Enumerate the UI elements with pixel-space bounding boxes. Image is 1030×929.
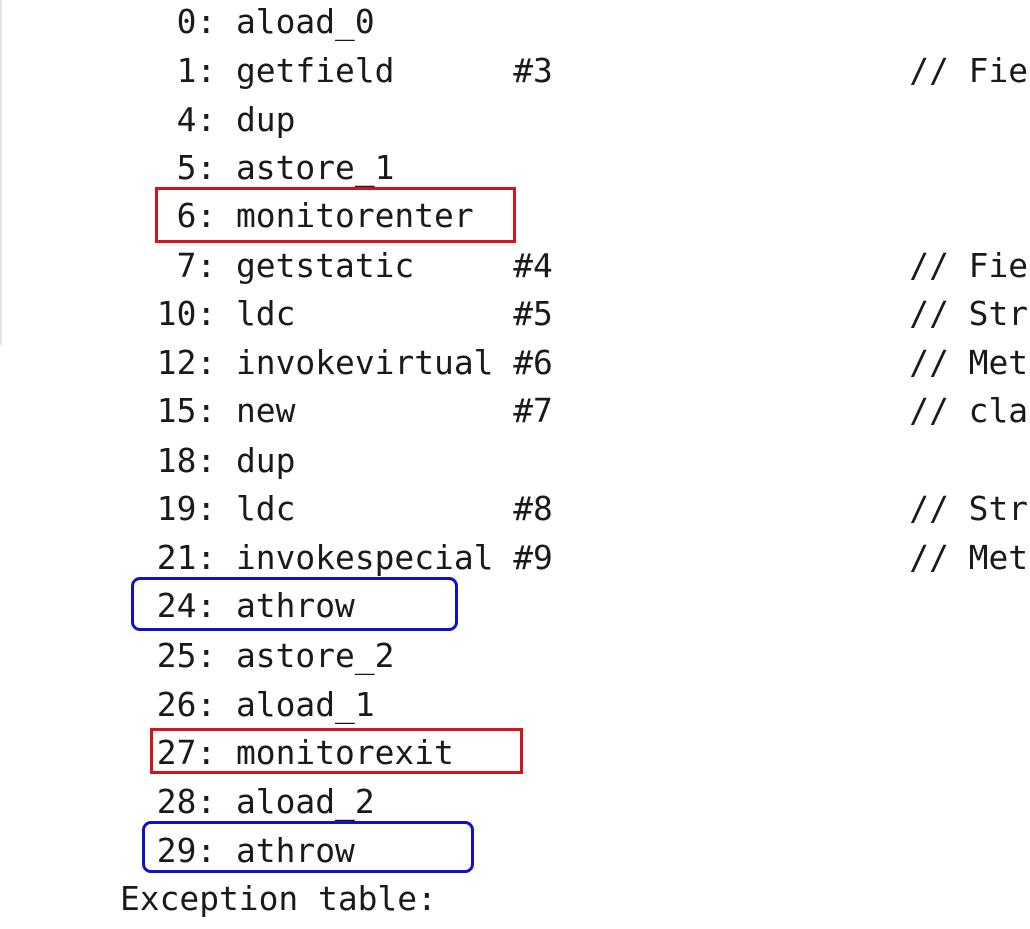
- bytecode-line-1: 1: getfield #3 // Field: [137, 51, 1030, 90]
- bytecode-line-28: 28: aload_2: [137, 782, 375, 821]
- monitorenter-highlight-box: [155, 187, 516, 243]
- bytecode-line-29: 29: athrow: [137, 831, 355, 870]
- bytecode-line-27: 27: monitorexit: [137, 733, 454, 772]
- bytecode-line-25: 25: astore_2: [137, 636, 395, 675]
- bytecode-line-4: 4: dup: [137, 100, 296, 139]
- bytecode-line-21: 21: invokespecial #9 // Metho: [137, 538, 1030, 577]
- bytecode-line-12: 12: invokevirtual #6 // Metho: [137, 343, 1030, 382]
- bytecode-line-24: 24: athrow: [137, 586, 355, 625]
- bytecode-line-19: 19: ldc #8 // Strin: [137, 489, 1030, 528]
- bytecode-line-6: 6: monitorenter: [137, 196, 474, 235]
- bytecode-line-7: 7: getstatic #4 // Field: [137, 246, 1030, 285]
- bytecode-line-18: 18: dup: [137, 441, 296, 480]
- exception-table-heading: Exception table:: [120, 879, 437, 918]
- athrow-24-highlight-box: [131, 577, 458, 631]
- bytecode-line-26: 26: aload_1: [137, 685, 375, 724]
- bytecode-line-15: 15: new #7 // class: [137, 391, 1030, 430]
- bytecode-line-5: 5: astore_1: [137, 148, 395, 187]
- bytecode-line-0: 0: aload_0: [137, 2, 375, 41]
- left-edge-divider: [0, 0, 2, 345]
- athrow-29-highlight-box: [142, 821, 474, 873]
- bytecode-line-10: 10: ldc #5 // Strin: [137, 294, 1030, 333]
- monitorexit-highlight-box: [150, 728, 523, 774]
